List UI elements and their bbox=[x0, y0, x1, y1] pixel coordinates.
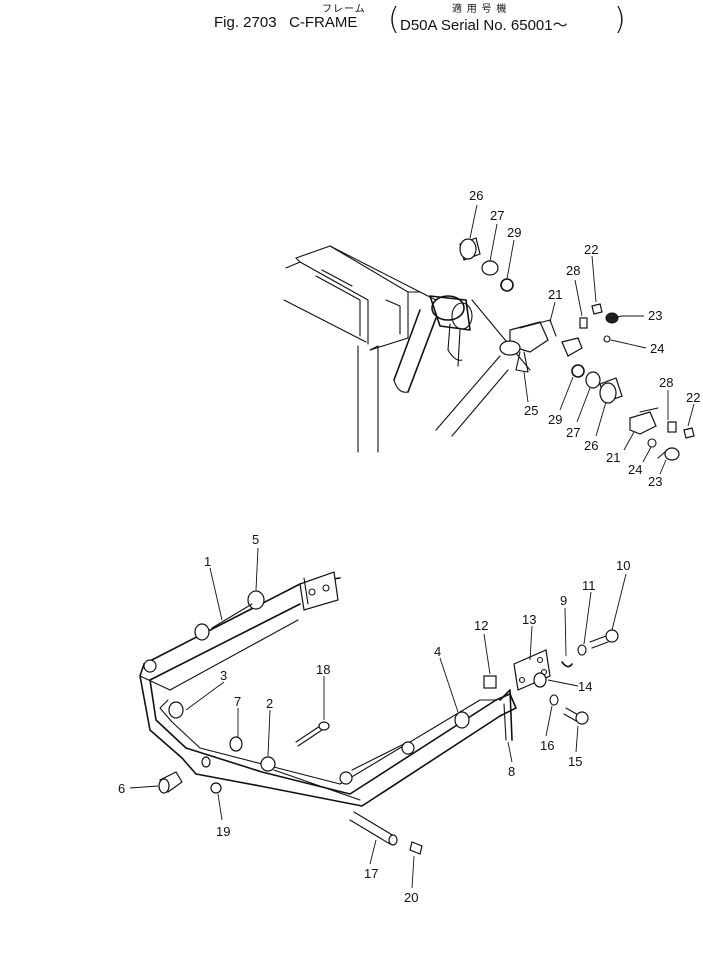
callout-18: 18 bbox=[316, 662, 330, 677]
seal-29 bbox=[500, 278, 514, 292]
callout-28-lower: 28 bbox=[659, 375, 673, 390]
callout-19: 19 bbox=[216, 824, 230, 839]
callout-28-upper: 28 bbox=[566, 263, 580, 278]
spacer-27 bbox=[481, 260, 499, 276]
callout-9: 9 bbox=[560, 593, 567, 608]
callout-29-lower: 29 bbox=[548, 412, 562, 427]
callout-8: 8 bbox=[508, 764, 515, 779]
callout-20: 20 bbox=[404, 890, 418, 905]
applicability-japanese: 適 用 号 機 bbox=[452, 4, 508, 15]
callout-4: 4 bbox=[434, 644, 441, 659]
callout-24-lower: 24 bbox=[628, 462, 642, 477]
callout-21-lower: 21 bbox=[606, 450, 620, 465]
callout-26-upper: 26 bbox=[469, 188, 483, 203]
callout-7: 7 bbox=[234, 694, 241, 709]
figure-label: Fig. 2703 bbox=[214, 14, 277, 31]
figure-title: Fig. 2703 C-FRAME bbox=[214, 14, 357, 31]
callout-22-lower: 22 bbox=[686, 390, 700, 405]
callout-12: 12 bbox=[474, 618, 488, 633]
callout-3: 3 bbox=[220, 668, 227, 683]
callout-23-lower: 23 bbox=[648, 474, 662, 489]
applicability-text: D50A Serial No. 65001～ bbox=[400, 17, 568, 34]
callout-15: 15 bbox=[568, 754, 582, 769]
callout-27-upper: 27 bbox=[490, 208, 504, 223]
callout-17: 17 bbox=[364, 866, 378, 881]
callout-10: 10 bbox=[616, 558, 630, 573]
lower-callouts: 5 1 10 11 9 13 12 14 4 3 18 7 2 16 15 8 … bbox=[118, 532, 630, 905]
callout-14: 14 bbox=[578, 679, 592, 694]
close-paren: ) bbox=[614, 2, 626, 37]
callout-24-upper: 24 bbox=[650, 341, 664, 356]
callout-5: 5 bbox=[252, 532, 259, 547]
upper-leader-lines bbox=[469, 204, 695, 475]
callout-11: 11 bbox=[582, 578, 596, 593]
upper-cap-parts bbox=[459, 237, 695, 461]
part-name: C-FRAME bbox=[289, 14, 358, 31]
callout-26-lower: 26 bbox=[584, 438, 598, 453]
callout-25: 25 bbox=[524, 403, 538, 418]
callout-6: 6 bbox=[118, 781, 125, 796]
lower-leader-lines bbox=[129, 547, 627, 889]
callout-16: 16 bbox=[540, 738, 554, 753]
upper-callouts: 26 27 29 22 28 21 23 24 25 29 27 26 28 2… bbox=[469, 188, 700, 489]
callout-21-upper: 21 bbox=[548, 287, 562, 302]
open-paren: ( bbox=[388, 2, 400, 37]
callout-27-lower: 27 bbox=[566, 425, 580, 440]
upper-frame-housing bbox=[283, 245, 531, 453]
callout-29-upper: 29 bbox=[507, 225, 521, 240]
part-name-japanese: フレーム bbox=[322, 4, 366, 15]
c-frame bbox=[139, 571, 517, 807]
callout-23-upper: 23 bbox=[648, 308, 662, 323]
callout-22-upper: 22 bbox=[584, 242, 598, 257]
callout-1: 1 bbox=[204, 554, 211, 569]
c-frame-loose-parts bbox=[158, 629, 619, 855]
callout-2: 2 bbox=[266, 696, 273, 711]
bushing-26 bbox=[459, 237, 481, 261]
callout-13: 13 bbox=[522, 612, 536, 627]
